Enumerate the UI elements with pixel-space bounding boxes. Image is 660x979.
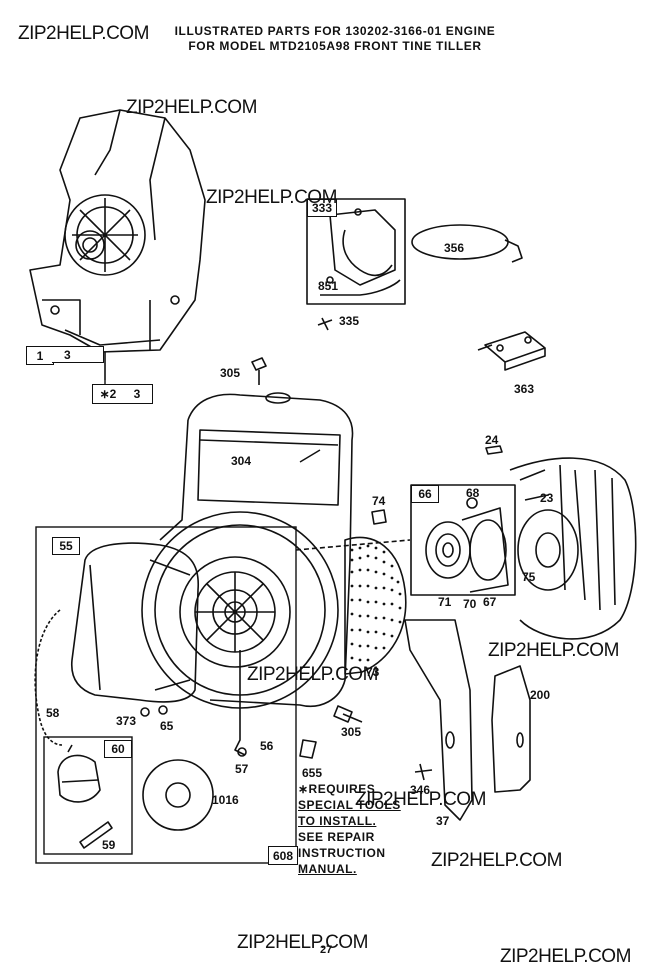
- part-box-333: 333: [307, 199, 337, 217]
- part-label: 60: [111, 742, 125, 756]
- part-box-2: ∗2: [92, 384, 124, 404]
- part-label: 55: [59, 539, 73, 553]
- clutch-group-frame: [410, 484, 516, 596]
- part-box-3b: 3: [122, 384, 153, 404]
- part-box-3: 3: [52, 346, 104, 363]
- label-23: 23: [540, 491, 554, 505]
- requires-special-tools-note: ∗REQUIRES SPECIAL TOOLS TO INSTALL. SEE …: [298, 781, 401, 877]
- part-label: 333: [311, 201, 333, 215]
- label-851: 851: [318, 279, 339, 293]
- part-label: 1: [36, 348, 44, 363]
- label-57: 57: [235, 762, 249, 776]
- label-73: 73: [366, 665, 380, 679]
- label-56: 56: [260, 739, 274, 753]
- page-number: 27: [320, 944, 333, 956]
- ignition-module-frame: [306, 198, 406, 305]
- label-67: 67: [483, 595, 497, 609]
- watermark: ZIP2HELP.COM: [488, 640, 619, 661]
- label-304: 304: [231, 454, 252, 468]
- label-305-bottom: 305: [341, 725, 362, 739]
- label-24: 24: [485, 433, 499, 447]
- label-65: 65: [160, 719, 174, 733]
- engine-block-drawing: [29, 109, 206, 380]
- label-59: 59: [102, 838, 116, 852]
- label-373: 373: [116, 714, 137, 728]
- watermark: ZIP2HELP.COM: [206, 187, 337, 208]
- title-line-2: FOR MODEL MTD2105A98 FRONT TINE TILLER: [188, 39, 482, 53]
- label-346: 346: [410, 783, 431, 797]
- label-363: 363: [514, 382, 535, 396]
- label-74: 74: [372, 494, 386, 508]
- handle-group-frame: [43, 736, 133, 855]
- part-box-1: 1: [26, 346, 54, 365]
- watermark: ZIP2HELP.COM: [18, 23, 149, 44]
- label-655: 655: [302, 766, 323, 780]
- part-box-60: 60: [104, 740, 132, 758]
- part-box-66: 66: [411, 485, 439, 503]
- label-200: 200: [530, 688, 551, 702]
- watermark: ZIP2HELP.COM: [431, 850, 562, 871]
- part-label: 608: [272, 848, 294, 863]
- label-75: 75: [522, 570, 536, 584]
- note-line: SPECIAL TOOLS: [298, 798, 401, 812]
- note-line: INSTRUCTION: [298, 846, 386, 860]
- part-box-608: 608: [268, 846, 298, 865]
- page-title: ILLUSTRATED PARTS FOR 130202-3166-01 ENG…: [150, 24, 520, 54]
- watermark: ZIP2HELP.COM: [500, 946, 631, 967]
- label-70: 70: [463, 597, 477, 611]
- watermark: ZIP2HELP.COM: [247, 664, 378, 685]
- part-label: 3: [64, 347, 71, 362]
- label-71: 71: [438, 595, 452, 609]
- note-line: ∗REQUIRES: [298, 782, 376, 796]
- part-box-55: 55: [52, 537, 80, 555]
- starter-group-frame: [35, 526, 297, 864]
- watermark: ZIP2HELP.COM: [126, 97, 257, 118]
- part-label: 3: [133, 387, 141, 401]
- note-line: SEE REPAIR: [298, 830, 375, 844]
- note-line: TO INSTALL.: [298, 814, 377, 828]
- label-305-top: 305: [220, 366, 241, 380]
- watermark: ZIP2HELP.COM: [237, 932, 368, 953]
- note-line: MANUAL.: [298, 862, 357, 876]
- part-label: 66: [418, 487, 432, 501]
- label-58: 58: [46, 706, 60, 720]
- label-68: 68: [466, 486, 480, 500]
- part-label: ∗2: [99, 387, 117, 401]
- label-335: 335: [339, 314, 360, 328]
- watermark: ZIP2HELP.COM: [355, 789, 486, 810]
- label-1016: 1016: [212, 793, 239, 807]
- title-line-1: ILLUSTRATED PARTS FOR 130202-3166-01 ENG…: [174, 24, 496, 38]
- screen-texture: [350, 544, 402, 662]
- label-37: 37: [436, 814, 450, 828]
- label-356: 356: [444, 241, 465, 255]
